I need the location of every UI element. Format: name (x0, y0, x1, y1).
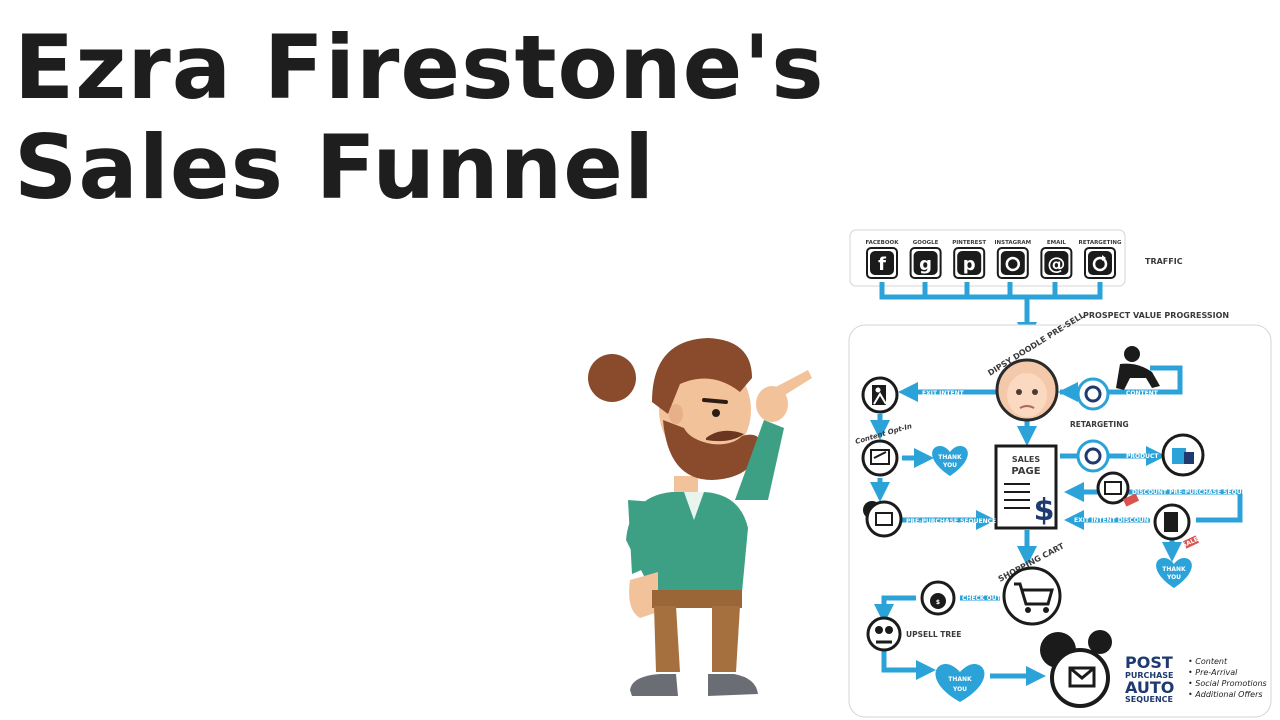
pre-purchase-sequence-label: PRE-PURCHASE SEQUENCE (906, 518, 996, 525)
traffic-sources: FACEBOOK f GOOGLE g PINTEREST p INSTAGRAM EMAIL… (866, 240, 1122, 279)
upsell-tree-icon (866, 616, 902, 652)
traffic-source-label: EMAIL (1047, 240, 1067, 246)
traffic-source-label: GOOGLE (913, 240, 939, 246)
traffic-glyph: g (919, 254, 932, 275)
thank-you-1-line1: THANK (938, 454, 962, 461)
post-purchase-bullet: • Content (1188, 657, 1228, 666)
product-refresh-icon (1076, 439, 1110, 473)
thank-you-1-line2: YOU (942, 462, 957, 469)
post-purchase-gears-icon (1040, 630, 1112, 708)
shopping-cart-icon (1002, 566, 1062, 626)
traffic-glyph: p (963, 254, 976, 275)
traffic-source-facebook: FACEBOOK f (866, 240, 900, 279)
title-line-2: Sales Funnel (14, 116, 656, 219)
pinterest-icon: p (957, 251, 982, 275)
title-line-1: Ezra Firestone's (14, 16, 825, 119)
sales-page-line2: PAGE (1011, 466, 1040, 477)
traffic-source-google: GOOGLE g (909, 240, 942, 279)
thank-you-3-line1: THANK (948, 676, 972, 683)
thank-you-heart-1: THANK YOU (932, 446, 968, 476)
thank-you-3-line2: YOU (952, 686, 967, 693)
traffic-glyph: @ (1047, 254, 1065, 275)
post-label: POST (1125, 653, 1173, 672)
funnel-panel (848, 324, 1272, 718)
traffic-glyph: f (878, 254, 886, 275)
facebook-icon: f (870, 251, 894, 275)
flow-arrows (870, 365, 1243, 686)
instagram-icon (1000, 251, 1025, 275)
post-purchase-bullet: • Pre-Arrival (1188, 668, 1238, 677)
page-title: Ezra Firestone's Sales Funnel (14, 18, 825, 218)
crawling-baby-icon (1116, 346, 1160, 390)
prospect-value-label: PROSPECT VALUE PROGRESSION (1083, 311, 1229, 320)
post-purchase-bullet: • Additional Offers (1188, 690, 1263, 699)
thank-you-heart-2: THANK YOU (1156, 558, 1192, 588)
traffic-source-label: INSTAGRAM (994, 240, 1031, 246)
traffic-source-label: PINTEREST (952, 240, 986, 246)
discount-sequence-label: DISCOUNT PRE-PURCHASE SEQUENCE (1132, 489, 1259, 496)
traffic-source-retargeting: RETARGETING (1079, 240, 1122, 279)
check-out-label: CHECK OUT (962, 595, 1002, 602)
traffic-source-label: FACEBOOK (866, 240, 900, 246)
content-optin-icon (861, 439, 899, 477)
sales-page-document: SALES PAGE $ (994, 444, 1058, 530)
pre-sell-baby-photo (995, 358, 1059, 422)
google-icon: g (913, 251, 938, 275)
traffic-source-instagram: INSTAGRAM (994, 240, 1031, 279)
thank-you-2-line2: YOU (1166, 574, 1181, 581)
content-refresh-icon (1076, 377, 1110, 411)
sequence-label: SEQUENCE (1125, 695, 1173, 704)
money-bag-icon: $ (920, 580, 956, 616)
exit-intent-label: EXIT INTENT (922, 390, 965, 397)
thank-you-2-line1: THANK (1162, 566, 1186, 573)
product-label: PRODUCT (1126, 453, 1159, 460)
traffic-source-pinterest: PINTEREST p (952, 240, 986, 279)
sales-page-line1: SALES (1012, 455, 1041, 464)
shopping-bag-icon (1161, 433, 1205, 477)
traffic-source-label: RETARGETING (1079, 240, 1122, 246)
auto-label: AUTO (1125, 678, 1174, 697)
discount-email-icon (1096, 471, 1140, 507)
post-purchase-bullet: • Social Promotions (1188, 679, 1267, 688)
money-bag-symbol: $ (936, 599, 940, 606)
exit-intent-icon (861, 376, 899, 414)
pointing-man-illustration (588, 338, 812, 696)
retargeting-label: RETARGETING (1070, 420, 1129, 429)
traffic-label: TRAFFIC (1145, 257, 1183, 266)
post-purchase-bullets: • Content • Pre-Arrival • Social Promotion… (1188, 657, 1267, 699)
purchase-label: PURCHASE (1125, 671, 1174, 680)
upsell-tree-label: UPSELL TREE (906, 630, 961, 639)
content-label: CONTENT (1126, 390, 1159, 397)
pre-purchase-gear-icon (863, 500, 903, 538)
traffic-source-email: EMAIL @ (1040, 240, 1073, 279)
thank-you-heart-3: THANK YOU (935, 664, 985, 702)
dollar-symbol: $ (1034, 493, 1055, 528)
email-icon: @ (1044, 251, 1069, 275)
exit-intent-discount-label: EXIT INTENT DISCOUNT OPT-IN (1074, 517, 1177, 524)
retargeting-icon (1088, 251, 1112, 275)
